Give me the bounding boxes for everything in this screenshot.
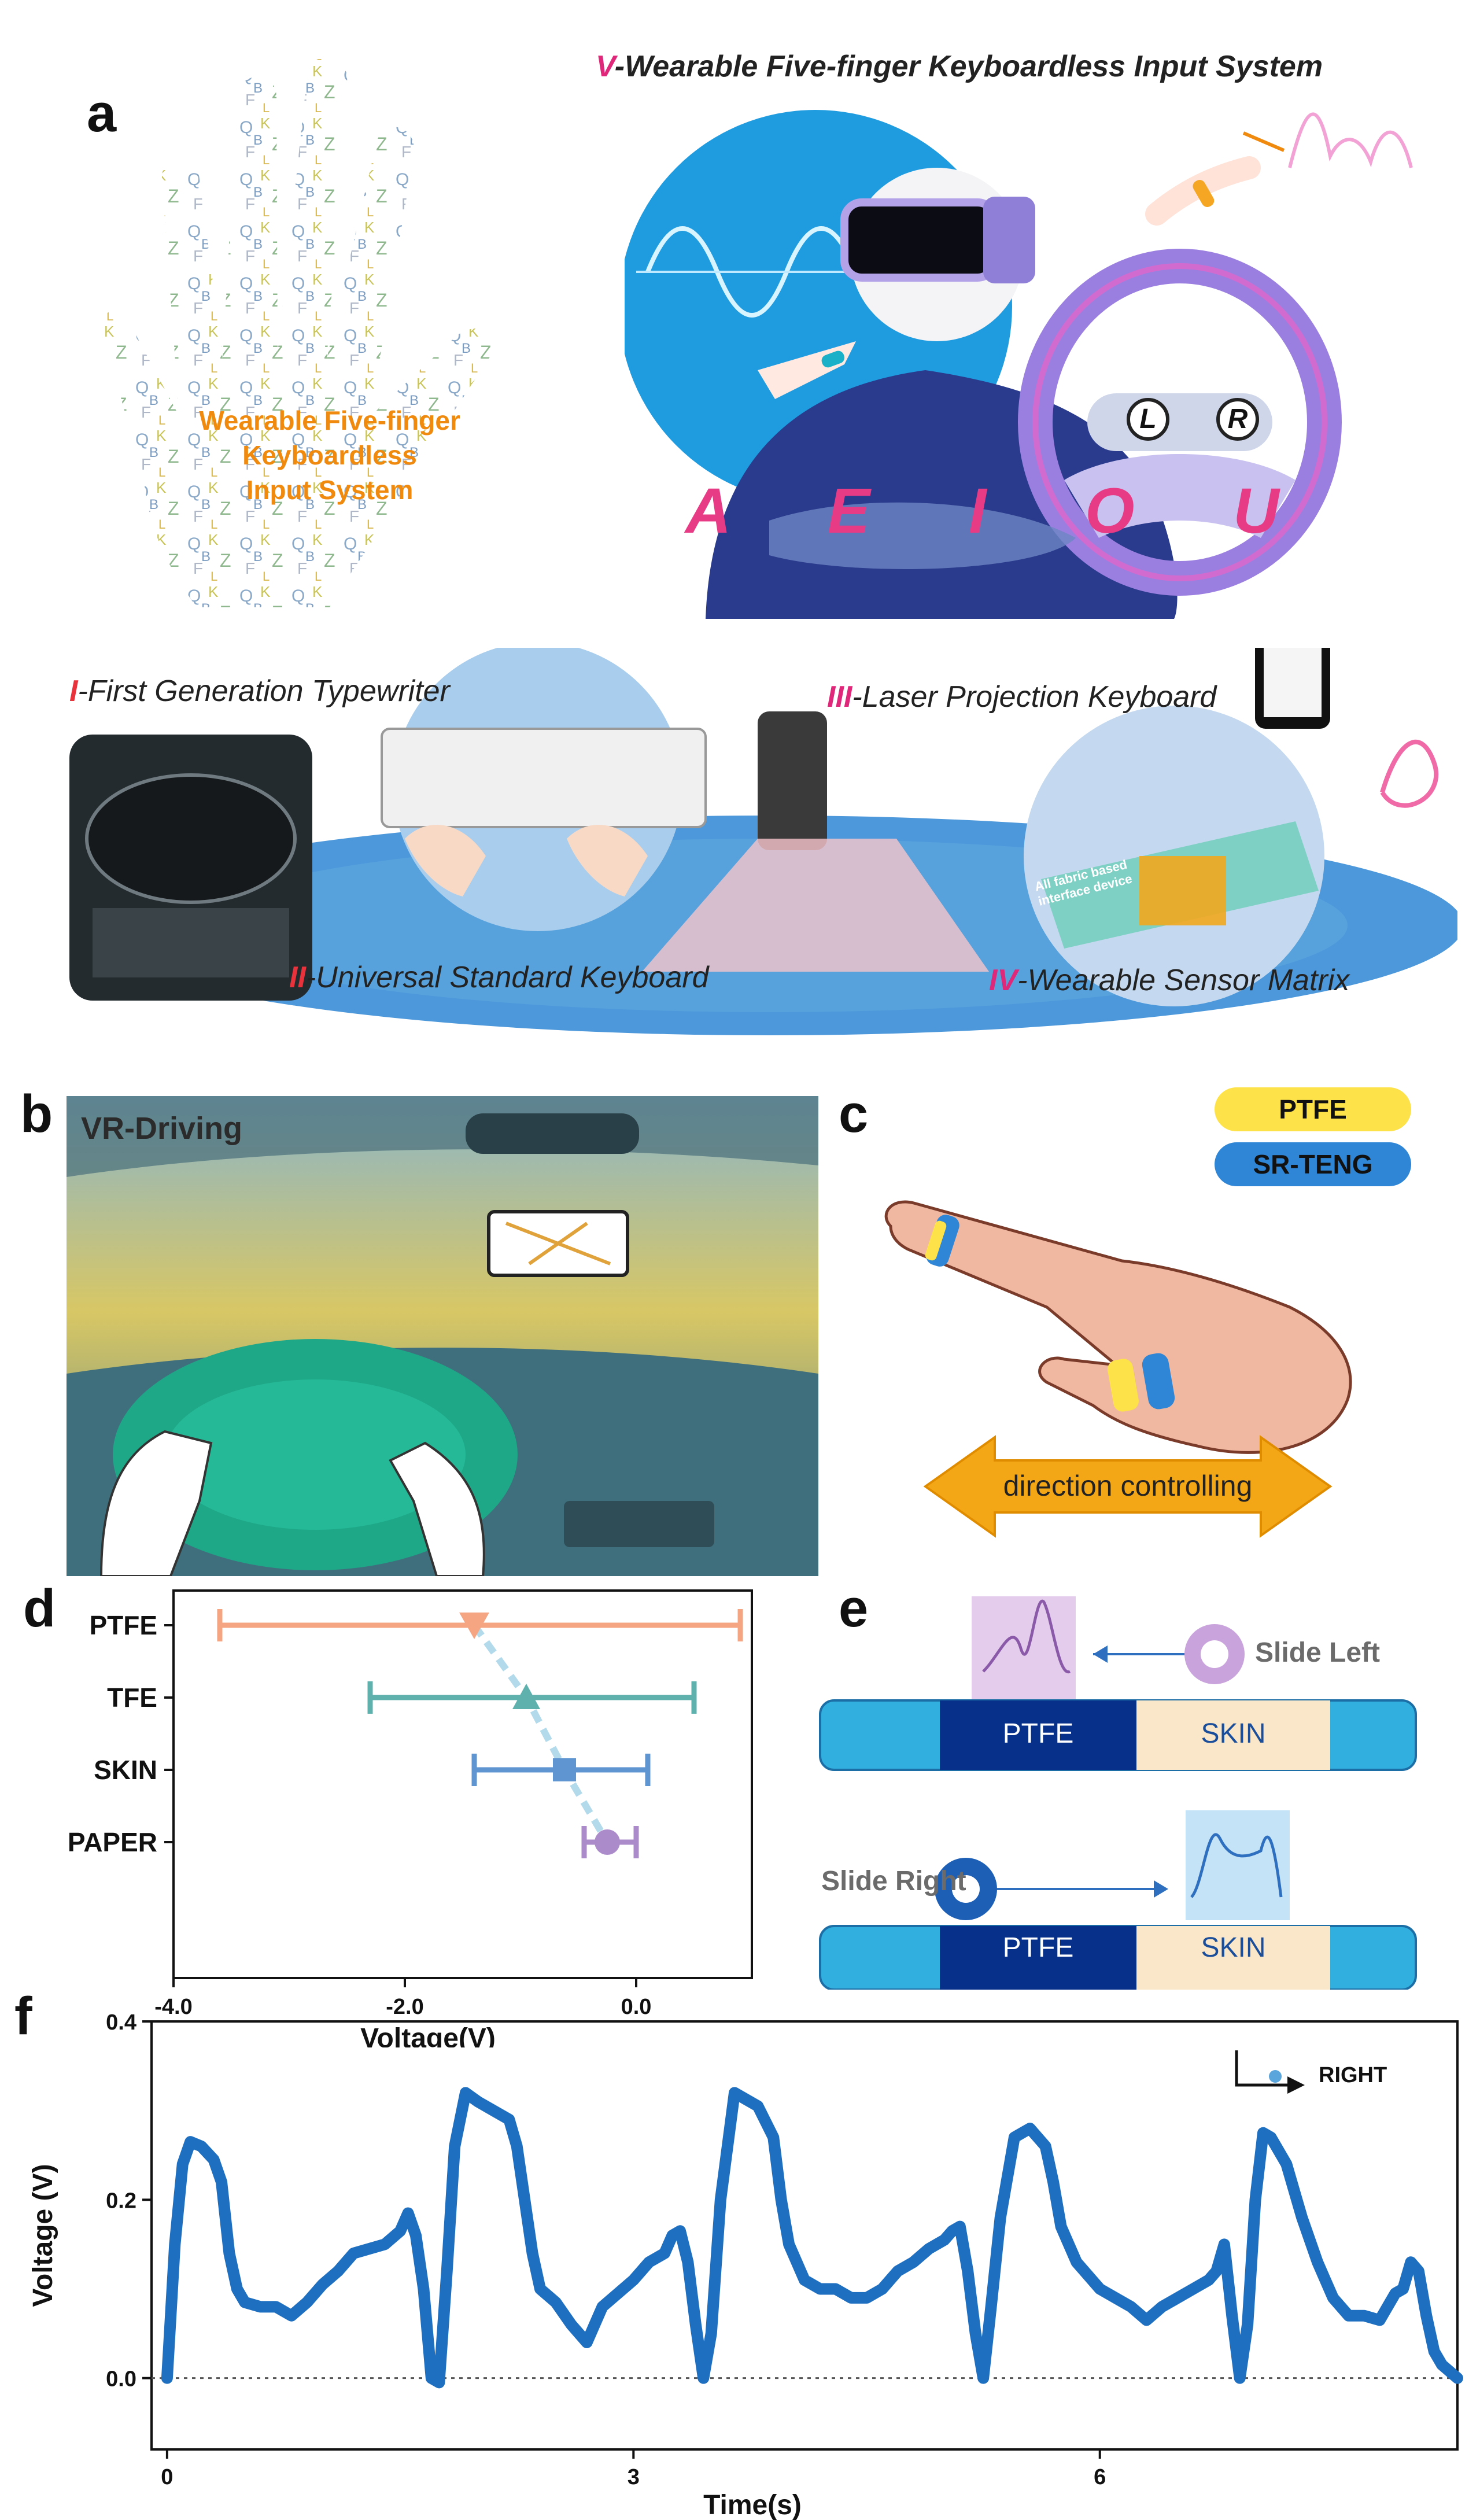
caption-ii-text: -Universal Standard Keyboard	[305, 961, 709, 994]
steering-wheel-button-left	[1127, 398, 1169, 441]
legend-ptfe: PTFE	[1215, 1087, 1411, 1131]
letter-hand-illustration: Q K Z F L B	[102, 56, 494, 607]
legend-label: RIGHT	[1319, 2063, 1387, 2087]
numeral-iii: III	[827, 680, 852, 714]
panel-label-b: b	[20, 1084, 53, 1143]
steering-wheel-button-right	[1216, 398, 1259, 441]
panel-label-d: d	[23, 1579, 56, 1638]
caption-i: I-First Generation Typewriter	[69, 674, 450, 709]
hand-text-line-2: Keyboardless	[242, 440, 417, 470]
category-label: PTFE	[89, 1610, 157, 1640]
x-tick-label: 6	[1094, 2465, 1106, 2489]
x-tick-label: 3	[628, 2465, 640, 2489]
category-label: TFE	[107, 1683, 157, 1713]
slide-left-label: Slide Left	[1255, 1637, 1381, 1668]
plot-frame	[172, 1589, 753, 1979]
legend-marker	[1269, 2070, 1282, 2083]
panel-label-e: e	[839, 1579, 869, 1638]
x-tick-label: -4.0	[154, 1995, 192, 2019]
panel-label-f: f	[14, 1987, 32, 2046]
vowels-aeiou: A E I O U	[685, 475, 1320, 547]
x-tick-label: 0.0	[621, 1995, 652, 2019]
trend-line	[471, 1623, 611, 1844]
mean-marker	[553, 1758, 576, 1781]
caption-iv-text: -Wearable Sensor Matrix	[1017, 964, 1350, 997]
numeral-iv: IV	[989, 964, 1018, 997]
voltage-series-line	[161, 2087, 1463, 2389]
skin-label-bottom: SKIN	[1201, 1932, 1266, 1963]
numeral-i: I	[69, 674, 78, 708]
vr-user-illustration	[625, 110, 1413, 619]
x-axis-title: Time(s)	[703, 2490, 802, 2520]
vr-driving-illustration	[67, 1096, 818, 1576]
direction-arrow	[923, 1435, 1333, 1538]
caption-v-text: -Wearable Five-finger Keyboardless Input…	[614, 50, 1323, 83]
mean-marker	[595, 1829, 620, 1855]
caption-iii-text: -Laser Projection Keyboard	[852, 680, 1217, 714]
y-tick-label: 0.2	[106, 2189, 136, 2213]
legend-sr-teng: SR-TENG	[1215, 1142, 1411, 1186]
y-axis-title: Voltage (V)	[28, 2164, 58, 2307]
ptfe-label-top: PTFE	[1002, 1718, 1074, 1749]
hand-text-line-1: Wearable Five-finger	[199, 405, 460, 436]
pointing-hand-illustration	[884, 1200, 1352, 1454]
category-label: PAPER	[68, 1827, 157, 1857]
hand-text-line-3: Input System	[246, 475, 414, 505]
x-tick-label: -2.0	[386, 1995, 423, 2019]
mean-marker	[512, 1684, 540, 1709]
slide-right-label: Slide Right	[821, 1866, 966, 1897]
caption-ii: II-Universal Standard Keyboard	[289, 960, 709, 995]
ptfe-label-bottom: PTFE	[1002, 1932, 1074, 1963]
mean-marker	[459, 1613, 489, 1639]
legend-arrowhead-icon	[1287, 2076, 1305, 2094]
skin-label-top: SKIN	[1201, 1718, 1266, 1749]
numeral-v: V	[596, 50, 615, 83]
wheel-label-r: R	[1227, 404, 1248, 434]
keyboard-evolution-illustration	[69, 648, 1457, 1035]
x-axis-title: Voltage(V)	[360, 2023, 496, 2047]
wheel-label-l: L	[1139, 404, 1157, 434]
panel-label-a: a	[87, 84, 117, 143]
vr-driving-title: VR-Driving	[81, 1111, 243, 1146]
y-tick-label: 0.0	[106, 2367, 136, 2392]
plot-frame	[150, 2020, 1459, 2451]
y-tick-label: 0.4	[106, 2010, 136, 2035]
caption-iii: III-Laser Projection Keyboard	[827, 680, 1216, 714]
slide-schematic	[819, 1596, 1417, 1990]
category-label: SKIN	[94, 1755, 157, 1785]
caption-iv: IV-Wearable Sensor Matrix	[989, 963, 1349, 998]
caption-v: V-Wearable Five-finger Keyboardless Inpu…	[596, 49, 1323, 84]
direction-arrow-label: direction controlling	[1003, 1470, 1253, 1502]
panel-label-c: c	[839, 1084, 869, 1143]
x-tick-label: 0	[161, 2465, 173, 2489]
numeral-ii: II	[289, 961, 306, 994]
legend-arrow-icon	[1235, 2050, 1290, 2087]
caption-i-text: -First Generation Typewriter	[77, 674, 450, 708]
